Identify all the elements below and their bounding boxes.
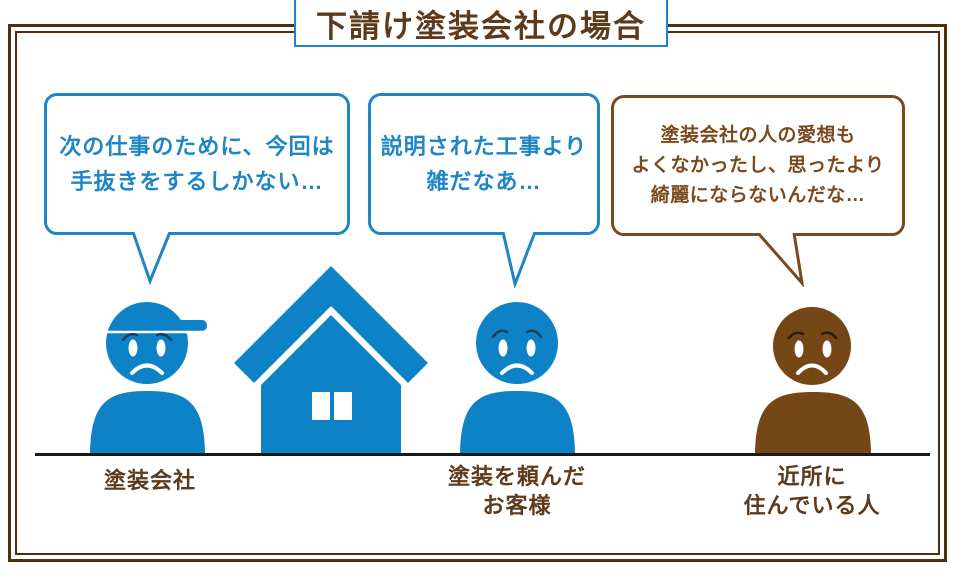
label-painting-company: 塗装会社 xyxy=(103,468,196,493)
speech-bubble-customer: 説明された工事より 雑だなあ… xyxy=(368,93,600,235)
speech-tail-painting-company xyxy=(131,232,172,286)
label-neighbor: 近所に 住んでいる人 xyxy=(743,464,881,518)
speech-bubble-painting-company: 次の仕事のために、今回は 手抜きをするしかない… xyxy=(44,93,350,235)
label-customer: 塗装を頼んだ お客様 xyxy=(447,464,586,518)
speech-text-painting-company: 次の仕事のために、今回は 手抜きをするしかない… xyxy=(59,134,335,194)
house-icon xyxy=(234,266,428,456)
customer-figure xyxy=(460,302,575,456)
worker-with-cap-figure xyxy=(90,302,207,456)
neighbor-figure xyxy=(755,307,871,456)
speech-text-customer: 説明された工事より 雑だなあ… xyxy=(380,134,588,194)
speech-bubble-neighbor: 塗装会社の人の愛想も よくなかったし、思ったより 綺麗にならないんだな… xyxy=(611,95,905,236)
cap-brim xyxy=(165,320,207,331)
speech-tail-neighbor xyxy=(756,233,805,287)
speech-text-neighbor: 塗装会社の人の愛想も よくなかったし、思ったより 綺麗にならないんだな… xyxy=(631,124,885,206)
title-box: 下請け塗装会社の場合 xyxy=(294,0,668,47)
house-window-left xyxy=(312,392,330,420)
speech-tail-customer xyxy=(501,232,537,288)
ground-line xyxy=(35,453,930,456)
house-window-right xyxy=(334,392,352,420)
page-title: 下請け塗装会社の場合 xyxy=(316,8,646,44)
